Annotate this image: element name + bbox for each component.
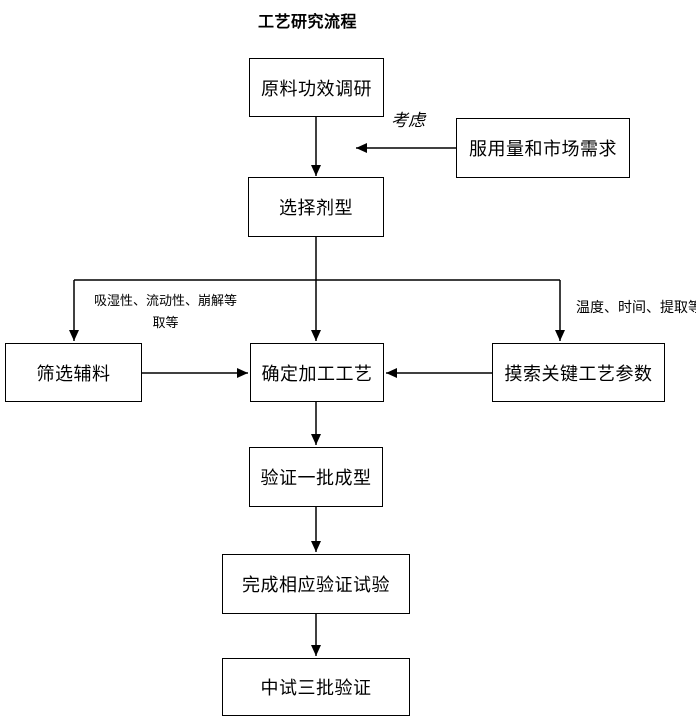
node-pilot-three-batches: 中试三批验证 — [222, 658, 410, 716]
node-screen-excipients: 筛选辅料 — [5, 343, 142, 402]
node-label: 确定加工工艺 — [261, 363, 373, 384]
node-label: 原料功效调研 — [261, 78, 372, 99]
node-label: 选择剂型 — [279, 198, 353, 218]
page-title: 工艺研究流程 — [258, 14, 358, 31]
node-label: 中试三批验证 — [260, 678, 372, 698]
node-label: 完成相应验证试验 — [242, 575, 390, 595]
edge-label-left-line1: 吸湿性、流动性、崩解等 — [93, 293, 237, 308]
node-label: 筛选辅料 — [36, 363, 111, 384]
node-label: 摸索关键工艺参数 — [504, 363, 653, 384]
edge-label-left-branch: 吸湿性、流动性、崩解等 取等 — [93, 290, 238, 334]
node-label: 服用量和市场需求 — [469, 139, 617, 159]
node-select-dosage-form: 选择剂型 — [248, 177, 384, 237]
edge-label-consider: 考虑 — [391, 111, 425, 130]
node-label: 验证一批成型 — [260, 468, 372, 488]
node-dosage-and-market: 服用量和市场需求 — [456, 118, 630, 178]
edge-label-left-line2: 取等 — [152, 315, 179, 330]
edge-label-right-branch: 温度、时间、提取等 — [576, 299, 696, 315]
node-explore-key-parameters: 摸索关键工艺参数 — [492, 343, 665, 402]
node-validate-one-batch: 验证一批成型 — [249, 447, 383, 507]
node-determine-process: 确定加工工艺 — [250, 343, 384, 402]
node-raw-material-research: 原料功效调研 — [249, 58, 384, 117]
node-complete-validation-tests: 完成相应验证试验 — [222, 554, 410, 614]
